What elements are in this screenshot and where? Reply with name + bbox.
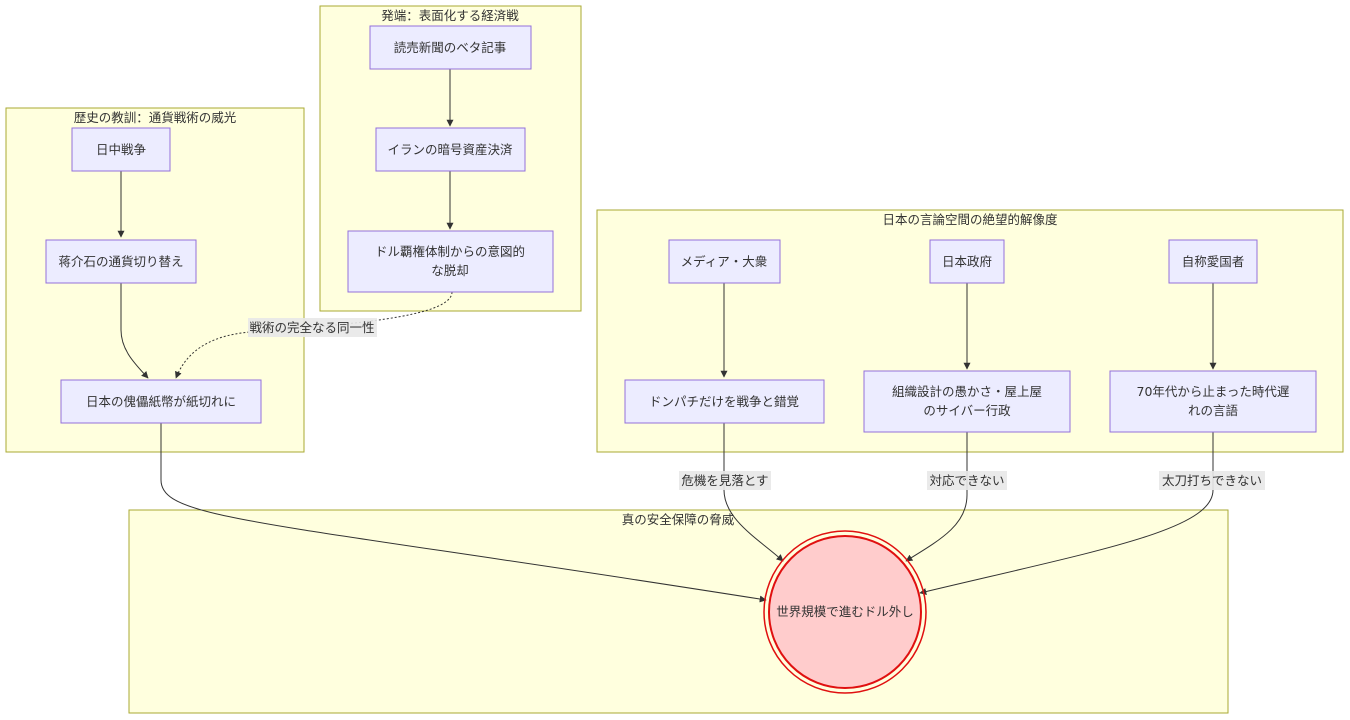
cluster-origin-title: 発端：表面化する経済戦 [381, 8, 519, 23]
node-dedollar[interactable]: 世界規模で進むドル外し [763, 530, 927, 694]
svg-text:メディア・大衆: メディア・大衆 [681, 254, 768, 269]
svg-text:ドル覇権体制からの意図的: ドル覇権体制からの意図的 [375, 244, 525, 259]
svg-text:戦術の完全なる同一性: 戦術の完全なる同一性 [249, 320, 374, 335]
svg-text:対応できない: 対応できない [929, 473, 1004, 488]
edge-puppet-to-dedollar [160, 423, 767, 603]
edge-label-cannot-match: 太刀打ちできない [1159, 471, 1265, 490]
svg-text:ドンパチだけを戦争と錯覚: ドンパチだけを戦争と錯覚 [649, 394, 799, 409]
node-chiang[interactable]: 蒋介石の通貨切り替え [45, 239, 197, 284]
edge-org-to-dedollar [905, 432, 968, 562]
node-org[interactable]: 組織設計の愚かさ・屋上屋 のサイバー行政 [863, 370, 1071, 433]
edge-label-identity: 戦術の完全なる同一性 [248, 318, 377, 337]
svg-text:イランの暗号資産決済: イランの暗号資産決済 [387, 142, 513, 157]
svg-text:自称愛国者: 自称愛国者 [1182, 254, 1245, 269]
svg-text:日本の傀儡紙幣が紙切れに: 日本の傀儡紙幣が紙切れに [86, 394, 236, 409]
svg-text:世界規模で進むドル外し: 世界規模で進むドル外し [776, 604, 914, 619]
svg-text:読売新聞のベタ記事: 読売新聞のベタ記事 [394, 40, 507, 55]
node-yomiuri[interactable]: 読売新聞のベタ記事 [369, 25, 532, 70]
svg-text:蒋介石の通貨切り替え: 蒋介石の通貨切り替え [58, 254, 183, 269]
edge-lang-to-dedollar [919, 432, 1214, 595]
edge-label-cannot-respond: 対応できない [927, 471, 1007, 490]
svg-text:組織設計の愚かさ・屋上屋: 組織設計の愚かさ・屋上屋 [892, 384, 1042, 399]
node-iran[interactable]: イランの暗号資産決済 [375, 127, 526, 172]
cluster-history-title: 歴史の教訓：通貨戦術の威光 [74, 110, 237, 125]
cluster-threat: 真の安全保障の脅威 [128, 509, 1229, 714]
edge-label-overlook: 危機を見落とす [679, 471, 771, 490]
svg-text:危機を見落とす: 危機を見落とす [681, 473, 768, 488]
node-lang[interactable]: 70年代から止まった時代遅 れの言語 [1109, 370, 1317, 433]
svg-text:日中戦争: 日中戦争 [96, 142, 146, 157]
node-misread[interactable]: ドンパチだけを戦争と錯覚 [624, 379, 825, 424]
node-sino-war[interactable]: 日中戦争 [71, 127, 171, 172]
svg-text:日本政府: 日本政府 [942, 254, 992, 269]
cluster-discourse-title: 日本の言論空間の絶望的解像度 [882, 212, 1058, 227]
svg-text:れの言語: れの言語 [1188, 403, 1239, 418]
node-media[interactable]: メディア・大衆 [668, 239, 781, 284]
node-puppet[interactable]: 日本の傀儡紙幣が紙切れに [60, 379, 262, 424]
node-gov[interactable]: 日本政府 [929, 239, 1005, 284]
node-patriots[interactable]: 自称愛国者 [1168, 239, 1258, 284]
node-dollar-exit[interactable]: ドル覇権体制からの意図的 な脱却 [347, 230, 554, 293]
edge-misread-to-dedollar [723, 423, 784, 562]
cluster-threat-title: 真の安全保障の脅威 [622, 512, 735, 527]
svg-text:のサイバー行政: のサイバー行政 [923, 403, 1011, 418]
svg-text:な脱却: な脱却 [431, 263, 469, 278]
svg-text:太刀打ちできない: 太刀打ちできない [1162, 473, 1262, 488]
edge-chiang-to-puppet [120, 283, 149, 379]
svg-text:70年代から止まった時代遅: 70年代から止まった時代遅 [1137, 384, 1290, 399]
